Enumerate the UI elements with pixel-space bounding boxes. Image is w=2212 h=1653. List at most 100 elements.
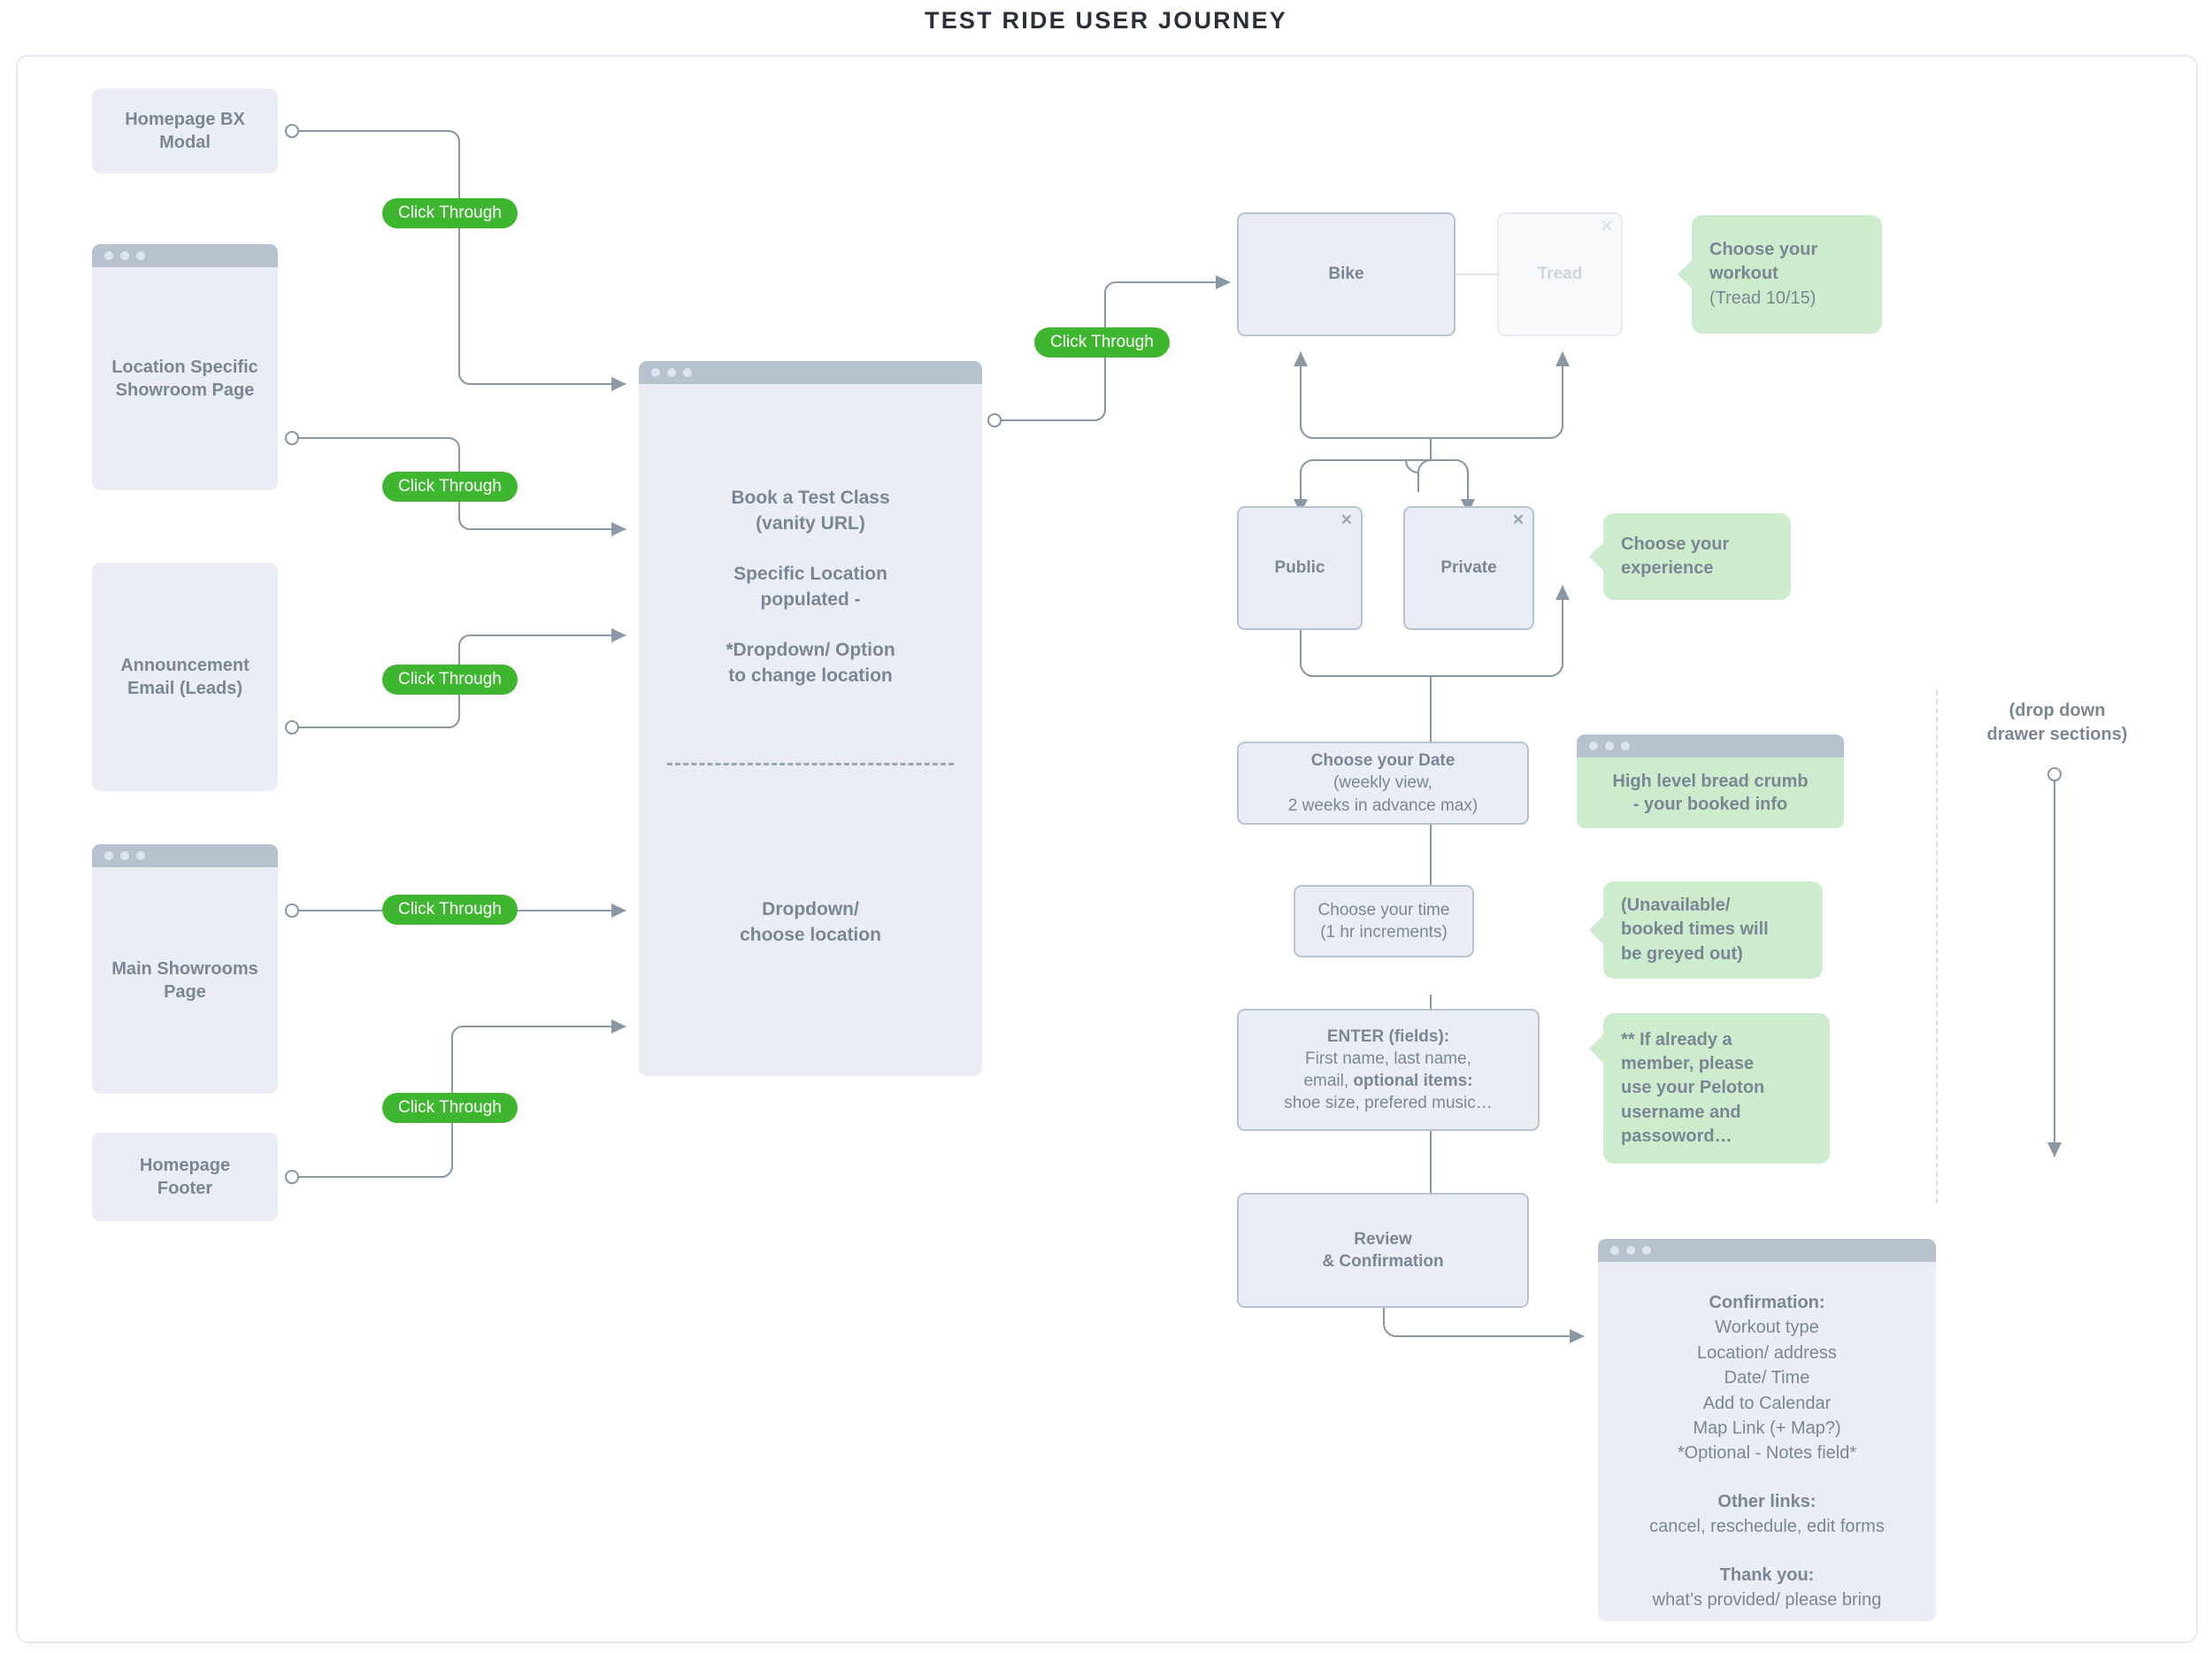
step-enter-fields[interactable]: ENTER (fields): First name, last name, e… [1237, 1009, 1540, 1131]
time-step-line2: (1 hr increments) [1320, 923, 1448, 942]
window-dot-yellow [667, 368, 676, 377]
workout-option-tread[interactable]: ✕ Tread [1497, 212, 1623, 336]
enter-step-line3: shoe size, prefered music… [1284, 1094, 1493, 1113]
drawer-annotation-line2: drawer sections) [1986, 724, 2128, 744]
book-panel-dropdown-line1: Dropdown/ [762, 899, 859, 919]
callout-line3: be greyed out) [1621, 943, 1743, 964]
breadcrumb-line2: - your booked info [1632, 795, 1788, 814]
callout-choose-your-experience: Choose your experience [1589, 513, 1791, 600]
callout-line5: passoword… [1621, 1126, 1732, 1146]
entry-card-homepage-footer[interactable]: Homepage Footer [92, 1133, 278, 1221]
confirmation-card: Confirmation: Workout type Location/ add… [1598, 1239, 1936, 1621]
callout-line1: ** If already a [1621, 1030, 1732, 1050]
date-step-sub-line2: 2 weeks in advance max) [1287, 796, 1479, 815]
click-through-pill-3[interactable]: Click Through [382, 665, 518, 695]
callout-choose-your-workout: Choose your workout (Tread 10/15) [1678, 215, 1882, 334]
confirmation-heading: Confirmation: [1709, 1293, 1825, 1312]
callout-existing-member: ** If already a member, please use your … [1589, 1013, 1830, 1164]
callout-line2: experience [1621, 558, 1714, 578]
callout-tail [1589, 1034, 1604, 1064]
workout-option-bike[interactable]: Bike [1237, 212, 1455, 336]
callout-tail [1589, 542, 1604, 572]
entry-card-homepage-bx-modal[interactable]: Homepage BX Modal [92, 88, 278, 173]
entry-card-main-showrooms-page[interactable]: Main Showrooms Page [92, 844, 278, 1094]
window-titlebar [1577, 734, 1844, 757]
window-titlebar [639, 361, 982, 384]
confirmation-item: Add to Calendar [1702, 1393, 1832, 1413]
section-divider [1936, 690, 1938, 1203]
time-step-line1: Choose your time [1317, 900, 1450, 919]
entry-card-label-line2: Footer [157, 1179, 213, 1198]
window-titlebar [92, 244, 278, 267]
callout-line4: username and [1621, 1102, 1741, 1122]
confirmation-item: Map Link (+ Map?) [1693, 1418, 1841, 1438]
book-panel-heading-line1: Book a Test Class [731, 488, 890, 508]
experience-option-private-label: Private [1440, 558, 1497, 578]
close-icon[interactable]: ✕ [1340, 511, 1353, 528]
callout-tail [1589, 915, 1604, 945]
window-dot-green [136, 251, 145, 260]
entry-card-label-line2: Email (Leads) [127, 679, 243, 698]
date-step-sub-line1: (weekly view, [1333, 773, 1432, 793]
click-through-pill-1[interactable]: Click Through [382, 198, 518, 228]
confirmation-item: Date/ Time [1724, 1368, 1810, 1388]
confirmation-item: Workout type [1715, 1318, 1819, 1338]
canvas-frame [16, 55, 2198, 1643]
experience-option-private[interactable]: ✕ Private [1403, 506, 1534, 630]
entry-card-location-specific-showroom-page[interactable]: Location Specific Showroom Page [92, 244, 278, 490]
click-through-pill-5[interactable]: Click Through [382, 1093, 518, 1123]
window-dot-red [1589, 742, 1598, 750]
window-dot-green [1642, 1246, 1651, 1255]
step-choose-your-time[interactable]: Choose your time (1 hr increments) [1294, 885, 1474, 957]
window-dot-yellow [120, 851, 129, 860]
window-dot-yellow [1605, 742, 1614, 750]
entry-card-label-line2: Showroom Page [115, 381, 255, 400]
entry-card-label-line1: Homepage BX [125, 109, 245, 129]
entry-card-label-line2: Page [164, 982, 206, 1002]
close-icon[interactable]: ✕ [1600, 218, 1613, 234]
callout-line1: Choose your [1709, 240, 1818, 260]
other-links-value: cancel, reschedule, edit forms [1649, 1517, 1885, 1537]
window-dot-yellow [120, 251, 129, 260]
window-titlebar [92, 844, 278, 867]
breadcrumb-card: High level bread crumb - your booked inf… [1577, 734, 1844, 828]
entry-card-label-line1: Main Showrooms [111, 958, 258, 979]
callout-line3: (Tread 10/15) [1709, 288, 1816, 308]
close-icon[interactable]: ✕ [1511, 511, 1525, 528]
callout-line3: use your Peloton [1621, 1078, 1765, 1098]
step-choose-your-date[interactable]: Choose your Date (weekly view, 2 weeks i… [1237, 742, 1529, 825]
book-panel-heading-line2: (vanity URL) [756, 512, 865, 534]
date-step-title: Choose your Date [1310, 751, 1455, 771]
click-through-pill-2[interactable]: Click Through [382, 472, 518, 502]
callout-line2: booked times will [1621, 919, 1769, 940]
experience-option-public[interactable]: ✕ Public [1237, 506, 1363, 630]
entry-card-label-line1: Location Specific [111, 357, 258, 377]
thank-you-heading: Thank you: [1719, 1565, 1815, 1585]
drawer-sections-annotation: (drop down drawer sections) [1955, 699, 2159, 747]
window-dot-red [651, 368, 660, 377]
callout-unavailable-times: (Unavailable/ booked times will be greye… [1589, 881, 1823, 979]
window-dot-red [104, 251, 113, 260]
book-a-test-class-panel[interactable]: Book a Test Class (vanity URL) Specific … [639, 361, 982, 1076]
window-titlebar [1598, 1239, 1936, 1262]
book-panel-note-line1: *Dropdown/ Option [726, 639, 895, 660]
breadcrumb-line1: High level bread crumb [1612, 771, 1809, 791]
step-review-and-confirmation[interactable]: Review & Confirmation [1237, 1193, 1529, 1308]
callout-tail [1678, 259, 1693, 289]
window-dot-red [104, 851, 113, 860]
click-through-pill-6[interactable]: Click Through [1034, 327, 1170, 358]
entry-card-label-line2: Modal [159, 133, 211, 152]
window-dot-red [1610, 1246, 1619, 1255]
window-dot-yellow [1626, 1246, 1635, 1255]
confirmation-item: Location/ address [1697, 1342, 1837, 1363]
panel-dashed-divider [667, 763, 954, 765]
enter-step-line1: First name, last name, [1305, 1049, 1471, 1068]
review-step-line2: & Confirmation [1322, 1252, 1444, 1271]
thank-you-value: what’s provided/ please bring [1652, 1589, 1882, 1610]
entry-card-announcement-email-leads[interactable]: Announcement Email (Leads) [92, 563, 278, 791]
window-dot-green [683, 368, 692, 377]
click-through-pill-4[interactable]: Click Through [382, 895, 518, 925]
book-panel-dropdown-line2: choose location [740, 924, 881, 945]
callout-line2: member, please [1621, 1054, 1755, 1074]
